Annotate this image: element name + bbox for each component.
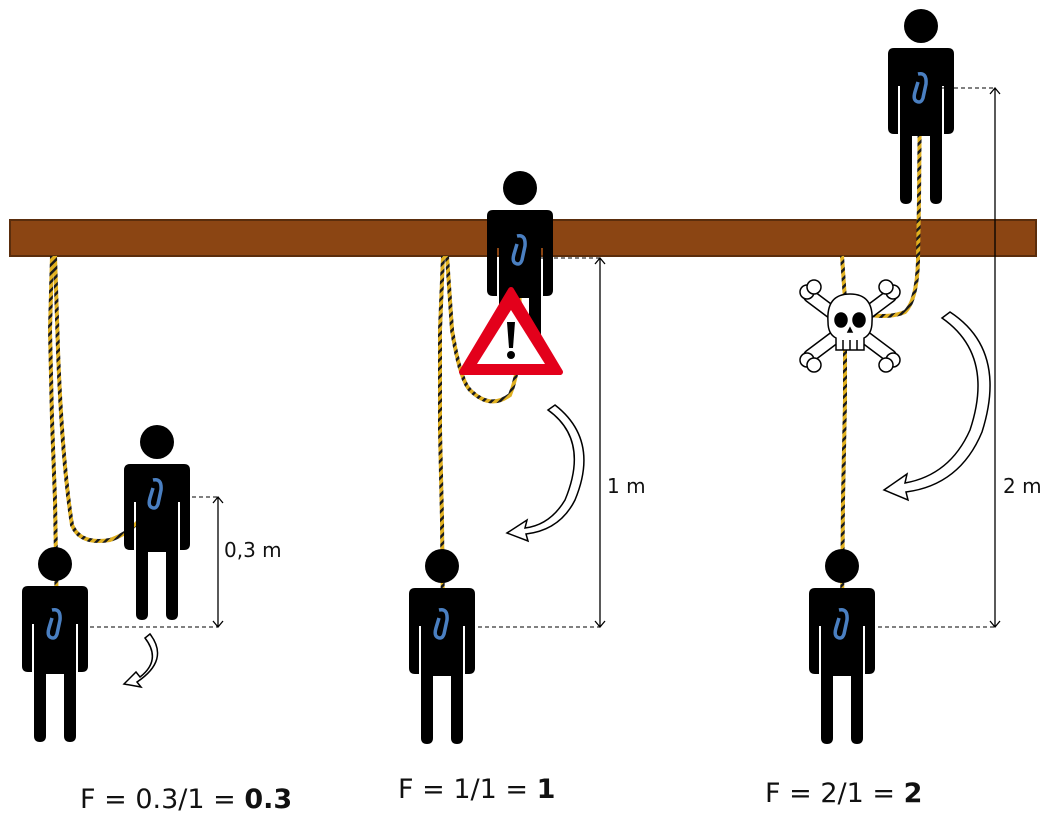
dimension-label-medium: 1 m bbox=[607, 474, 646, 498]
formula-result: 2 bbox=[903, 778, 923, 809]
scenario-low bbox=[22, 255, 224, 742]
rope bbox=[840, 255, 847, 621]
formula-text: F = 1/1 = bbox=[398, 774, 537, 805]
dimension-label-high: 2 m bbox=[1003, 474, 1042, 498]
formula-result: 1 bbox=[536, 774, 556, 805]
person-icon bbox=[409, 549, 475, 744]
scenario-medium bbox=[409, 171, 606, 744]
person-icon bbox=[124, 425, 190, 620]
warning-triangle-icon bbox=[459, 287, 563, 375]
person-icon bbox=[22, 547, 88, 742]
curved-arrow-icon bbox=[882, 311, 991, 502]
person-icon bbox=[809, 549, 875, 744]
curved-arrow-icon bbox=[505, 404, 585, 543]
formula-medium: F = 1/1 = 1 bbox=[398, 774, 555, 805]
rope-slack bbox=[869, 87, 922, 318]
formula-high: F = 2/1 = 2 bbox=[765, 778, 922, 809]
skull-crossbones-icon bbox=[799, 279, 901, 373]
formula-low: F = 0.3/1 = 0.3 bbox=[80, 784, 292, 815]
formula-text: F = 2/1 = bbox=[765, 778, 904, 809]
formula-text: F = 0.3/1 = bbox=[80, 784, 245, 815]
rope bbox=[47, 255, 59, 621]
curved-arrow-icon bbox=[122, 632, 159, 689]
dimension-label-low: 0,3 m bbox=[224, 538, 282, 562]
scenario-high bbox=[799, 9, 1001, 744]
formula-result: 0.3 bbox=[244, 784, 293, 815]
